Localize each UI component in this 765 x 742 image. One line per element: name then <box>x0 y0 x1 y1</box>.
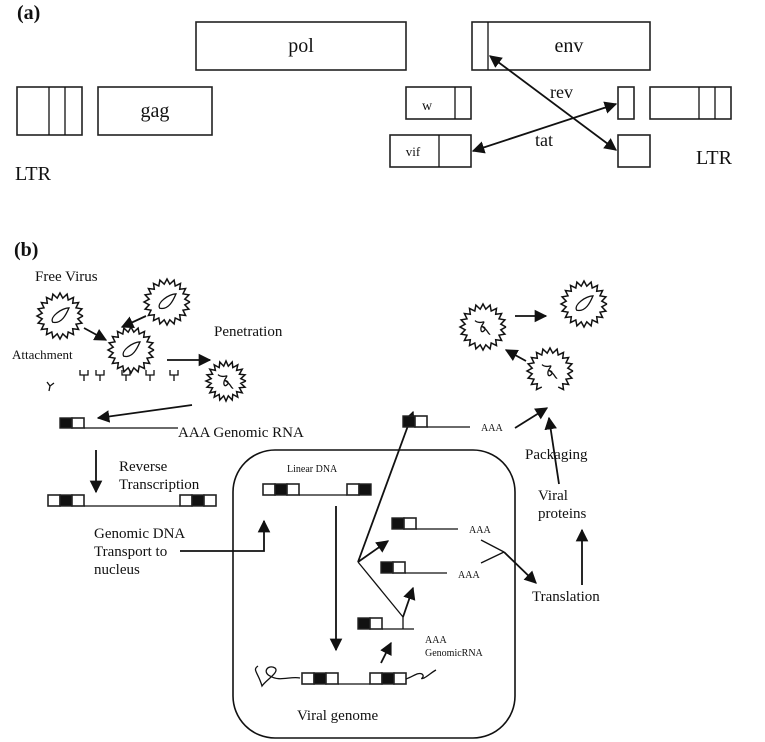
virus-envelope <box>106 325 155 375</box>
ltr-right-box <box>649 86 732 120</box>
splicing-arrow <box>402 586 416 618</box>
nuclear-genomic-rna-line1: AAA <box>425 635 447 646</box>
gene-pol: pol <box>195 21 407 71</box>
cell-receptors <box>46 370 179 392</box>
free-virus-2 <box>142 277 191 327</box>
ltr-left-label: LTR <box>15 163 52 185</box>
receptor <box>169 370 179 381</box>
receptor-detached <box>46 381 55 392</box>
transport-arrow <box>180 519 271 552</box>
budding-virus-1 <box>458 302 507 352</box>
genomic-rna-label: AAA Genomic RNA <box>178 425 304 441</box>
spliced-mrna-1 <box>391 517 458 530</box>
rna-genome-coil <box>541 364 558 379</box>
reverse-transcription-line1: Reverse <box>119 459 168 475</box>
mature-virus <box>559 279 608 329</box>
penetration-label: Penetration <box>214 324 283 340</box>
gene-vif-label: vif <box>406 144 421 159</box>
capsid-core <box>122 341 141 358</box>
receptor <box>121 370 131 381</box>
packaging-arrow <box>544 416 560 485</box>
gene-pol-label: pol <box>288 35 314 57</box>
uncoating-arrow <box>96 404 193 423</box>
rev-exon-box <box>617 86 635 120</box>
virus-envelope <box>458 302 507 352</box>
ltr-right-label: LTR <box>696 147 733 169</box>
capsid-core <box>575 295 594 312</box>
mrna-join-2 <box>480 551 505 564</box>
panel-b-label: (b) <box>14 239 38 261</box>
export-arrow <box>357 410 416 563</box>
nuclear-genomic-rna-line2: GenomicRNA <box>425 648 484 659</box>
free-virus-label: Free Virus <box>35 269 98 285</box>
genomic-rna-strand <box>59 417 178 429</box>
integrated-provirus <box>254 665 437 688</box>
transport-line3: nucleus <box>94 562 140 578</box>
budding-arrow <box>504 349 527 362</box>
receptor <box>79 370 89 381</box>
translation-label: Translation <box>532 589 600 605</box>
receptor <box>145 370 155 381</box>
branch-line <box>357 561 404 618</box>
nuclear-genomic-rna <box>357 617 414 630</box>
panel-a: (a) pol env LTR gag w <box>15 2 733 185</box>
virus-particles <box>35 277 608 403</box>
mrna-join-1 <box>480 539 505 553</box>
nucleus-boundary <box>232 449 516 739</box>
reverse-transcription-line2: Transcription <box>119 477 200 493</box>
assembly-arrow <box>514 407 549 429</box>
rna-genome-coil <box>217 374 234 389</box>
attaching-virus <box>106 325 155 375</box>
spliced-mrna-2-aaa: AAA <box>458 570 480 581</box>
tat-label: tat <box>535 130 553 150</box>
ltr-left-box <box>16 86 83 136</box>
viral-genome-label: Viral genome <box>297 708 378 724</box>
attachment-label: Attachment <box>12 347 73 362</box>
virus-envelope <box>525 346 574 391</box>
branch-arrow-spliced <box>357 540 390 563</box>
panel-a-label: (a) <box>17 2 40 24</box>
receptor <box>95 370 105 381</box>
gene-w-label: w <box>422 99 433 114</box>
viral-proteins-line2: proteins <box>538 506 586 522</box>
exported-rna-aaa: AAA <box>481 423 503 434</box>
genomic-dna-strand <box>47 494 217 507</box>
penetrating-virus <box>204 359 247 403</box>
panel-b: (b) Free Virus Attachment Penetration AA… <box>12 239 608 739</box>
transcription-arrow <box>380 641 392 664</box>
transport-line1: Genomic DNA <box>94 526 185 542</box>
virus-envelope <box>559 279 608 329</box>
attach-arrow-2 <box>120 315 147 329</box>
rna-genome-coil <box>474 320 491 335</box>
spliced-mrna-1-aaa: AAA <box>469 525 491 536</box>
packaging-label: Packaging <box>525 447 588 463</box>
tat-exon-box <box>617 134 651 168</box>
gene-vif: vif <box>389 134 472 168</box>
exported-genomic-rna <box>402 415 470 428</box>
virus-envelope <box>142 277 191 327</box>
transport-line2: Transport to <box>94 544 167 560</box>
capsid-core <box>51 307 70 324</box>
viral-proteins-line1: Viral <box>538 488 568 504</box>
capsid-core <box>158 293 177 310</box>
gene-gag: gag <box>97 86 213 136</box>
linear-dna-label: Linear DNA <box>287 464 338 475</box>
gene-gag-label: gag <box>141 100 170 122</box>
rev-label: rev <box>550 82 573 102</box>
virus-envelope <box>35 291 84 341</box>
spliced-mrna-2 <box>380 561 447 574</box>
attach-arrow-1 <box>83 327 108 341</box>
virus-envelope <box>204 359 247 403</box>
gene-env-label: env <box>555 35 584 57</box>
gene-w: w <box>405 86 472 120</box>
linear-dna-strand <box>262 483 372 496</box>
translation-arrow <box>503 551 537 584</box>
free-virus-1 <box>35 291 84 341</box>
budding-virus-2 <box>525 346 574 391</box>
tat-splice-arrow <box>471 101 618 154</box>
